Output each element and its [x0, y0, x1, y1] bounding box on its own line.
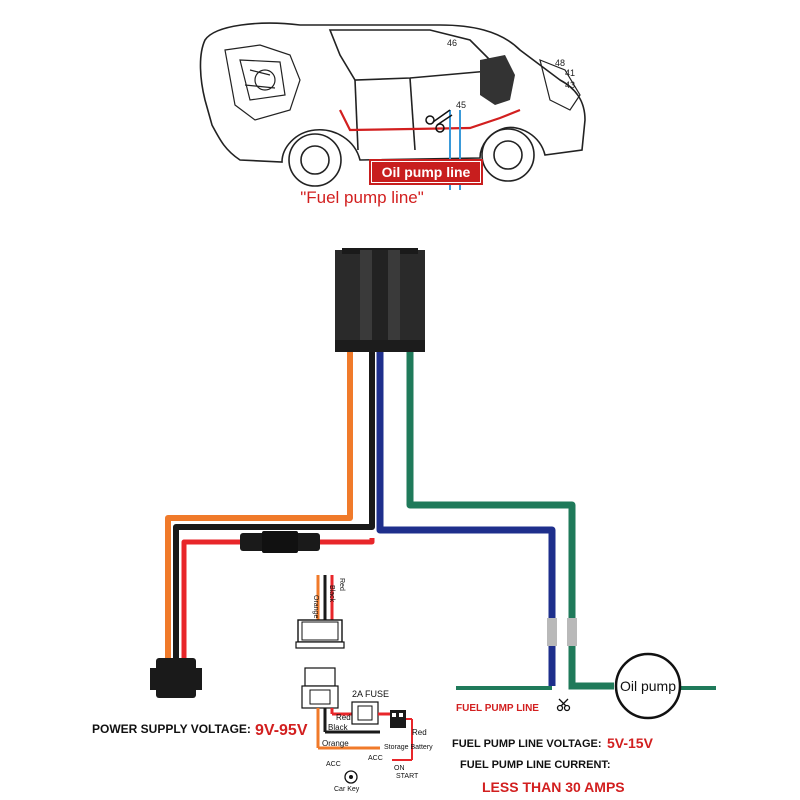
front-wheel: [288, 133, 342, 187]
rear-wheel: [481, 128, 535, 182]
harness-label-red: Red: [338, 578, 345, 591]
fuel-pump-current-value: LESS THAN 30 AMPS: [482, 779, 625, 795]
part-number: 46: [447, 38, 457, 48]
oil-pump-circle: [614, 652, 682, 720]
car-illustration: [199, 22, 586, 187]
harness-orange-label: Orange: [322, 739, 349, 748]
acc-label-right: ACC: [368, 755, 383, 762]
part-number: 41: [565, 68, 575, 78]
start-label: START: [396, 773, 419, 780]
fuel-pump-voltage-label: FUEL PUMP LINE VOLTAGE:: [452, 738, 602, 750]
power-connector: [150, 658, 202, 698]
fuel-pump-voltage-value: 5V-15V: [607, 735, 654, 751]
engine-detail: [224, 44, 301, 121]
storage-battery-label: Storage Battery: [384, 744, 433, 751]
front-wheel-hub: [300, 145, 330, 175]
on-label: ON: [394, 765, 405, 772]
oil-pump-line-box-fill: [372, 162, 480, 182]
car-door-line: [409, 77, 416, 151]
harness-label-orange: Orange: [312, 595, 319, 618]
part-number: 48: [555, 58, 565, 68]
harness-black-label: Black: [328, 723, 349, 732]
fuel-pump-current-label: FUEL PUMP LINE CURRENT:: [460, 759, 611, 771]
car-fuel-line: [339, 108, 521, 132]
oil-pump-line-label: Oil pump line: [382, 164, 471, 180]
seat-detail: [480, 55, 515, 105]
power-supply-value: 9V-95V: [255, 722, 308, 739]
car-windows: [328, 29, 502, 81]
acc-label-left: ACC: [326, 761, 341, 768]
green-wire: [406, 352, 576, 620]
orange-wire: [165, 352, 353, 660]
car-key-icon: [344, 770, 358, 784]
harness-detail: Orange Black Red: [295, 575, 413, 784]
fuel-pump-line-label: FUEL PUMP LINE: [456, 703, 539, 714]
green-wire-connector: [567, 618, 577, 646]
car-key-label: Car Key: [334, 786, 360, 793]
rear-wheel-hub: [493, 140, 523, 170]
part-number: 45: [456, 100, 466, 110]
blue-wire-connector: [547, 618, 557, 646]
blue-wire: [376, 352, 556, 620]
scissors-icon: [556, 698, 571, 712]
rear-detail: [539, 59, 581, 111]
car-body-outline: [199, 22, 586, 163]
fuel-pump-line-caption: "Fuel pump line": [300, 188, 424, 207]
harness-label-black: Black: [328, 585, 335, 603]
power-supply-label: POWER SUPPLY VOLTAGE:: [92, 722, 251, 736]
harness-red-label-right: Red: [412, 728, 427, 737]
scissors-icon: [425, 109, 453, 133]
relay-module: [335, 248, 425, 352]
car-door-line-2: [354, 79, 359, 151]
fuse-label: 2A FUSE: [352, 689, 389, 699]
engine-part: [254, 69, 276, 91]
inline-fuse-band: [262, 531, 298, 553]
oil-pump-label: Oil pump: [620, 678, 676, 694]
black-wire: [173, 352, 375, 660]
part-number: 43: [565, 80, 575, 90]
green-wire-lower: [568, 645, 614, 690]
harness-red-label: Red: [336, 713, 351, 722]
